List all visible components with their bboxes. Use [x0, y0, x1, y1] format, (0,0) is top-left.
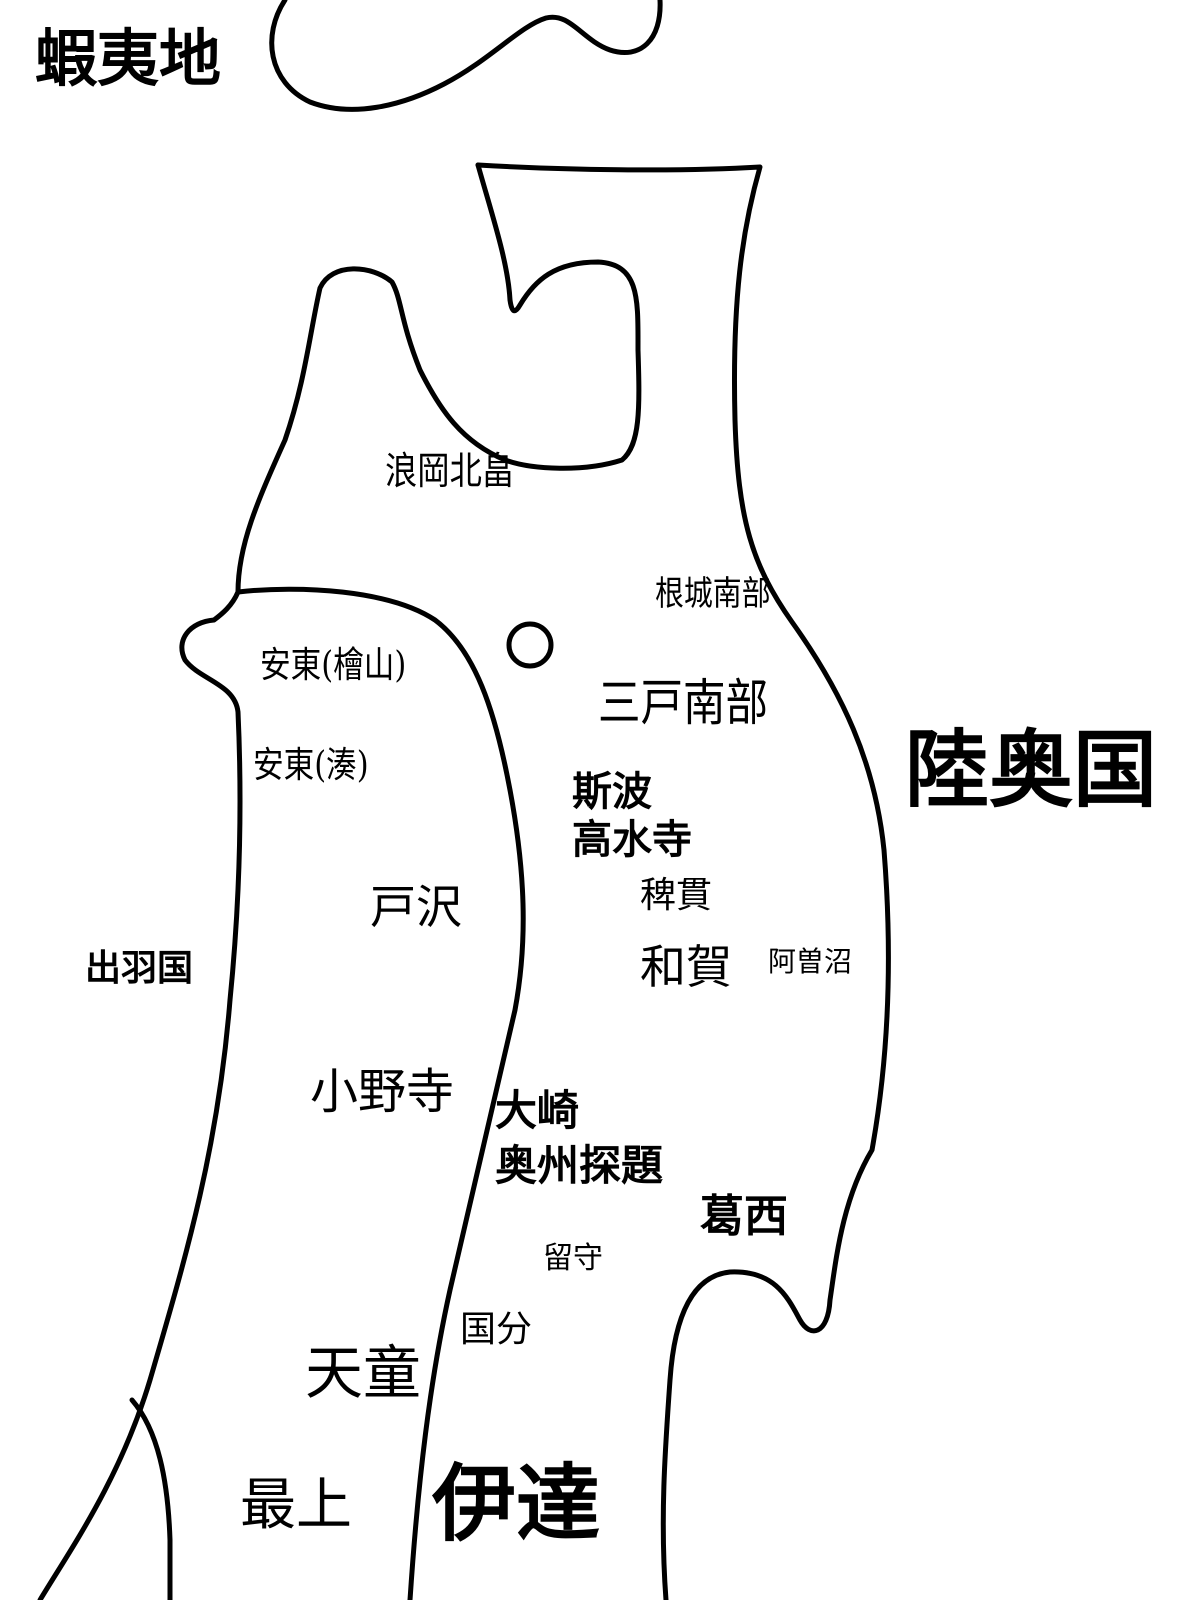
clan-label-hienuki: 稗貫 [640, 875, 713, 916]
clan-label-shiba: 斯波 [572, 768, 652, 815]
honshu-west-coastline [37, 162, 642, 1600]
clan-label-oshu-tandai: 奥州探題 [495, 1141, 664, 1190]
clan-label-kokubun: 国分 [460, 1309, 533, 1350]
clan-label-date: 伊達 [432, 1454, 601, 1553]
province-label-ezochi: 蝦夷地 [35, 22, 222, 95]
clan-label-mogami: 最上 [240, 1473, 352, 1538]
province-label-dewa: 出羽国 [85, 947, 194, 989]
clan-label-waga: 和賀 [640, 940, 732, 994]
province-label-mutsu: 陸奥国 [905, 720, 1158, 819]
clan-label-tozawa: 戸沢 [370, 880, 462, 934]
southwest-border [129, 1397, 173, 1600]
honshu-east-coastline [475, 162, 891, 1600]
clan-label-asonuma: 阿曽沼 [768, 945, 853, 978]
clan-label-onodera: 小野寺 [310, 1064, 455, 1120]
dewa-mutsu-border [235, 586, 526, 1600]
clan-label-osaki: 大崎 [495, 1086, 580, 1135]
hokkaido-coastline [269, 0, 663, 112]
clan-label-ando-minato: 安東(湊) [253, 745, 369, 786]
clan-label-sannohe-nanbu: 三戸南部 [598, 674, 768, 732]
clan-label-kasai: 葛西 [700, 1191, 788, 1242]
clan-label-rusu: 留守 [543, 1241, 603, 1276]
clan-label-ando-hiyama: 安東(檜山) [260, 645, 407, 686]
clan-label-nejo-nanbu: 根城南部 [655, 574, 771, 614]
clan-label-kosuiji: 高水寺 [572, 816, 692, 863]
lake-towada [506, 621, 554, 669]
clan-label-tendo: 天童 [305, 1339, 422, 1407]
clan-label-namioka-kitabatake: 浪岡北畠 [385, 449, 515, 493]
